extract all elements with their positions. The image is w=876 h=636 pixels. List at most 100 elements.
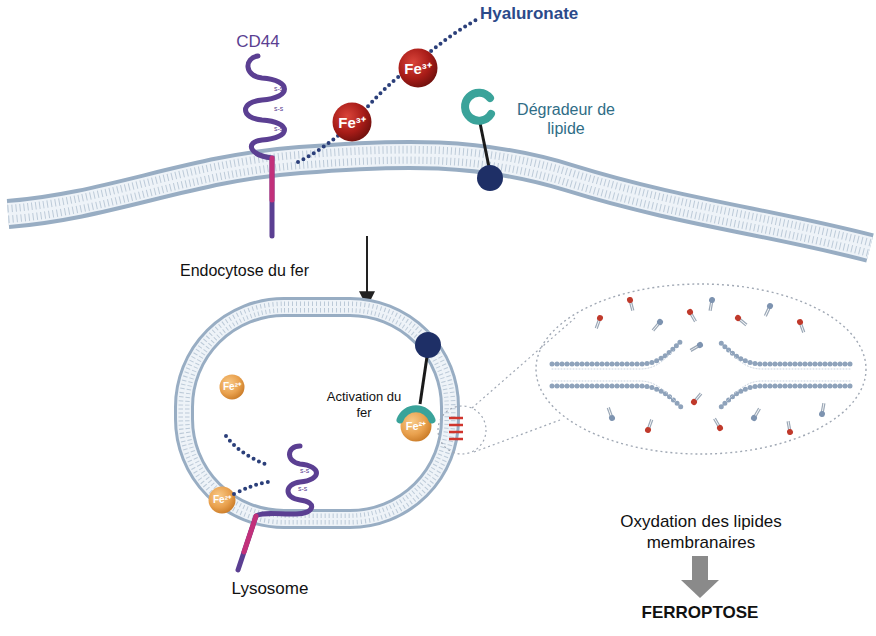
zoom-callout [438,406,486,454]
iron-ion: Fe³⁺ [398,48,438,88]
free-lipids [593,314,603,329]
oxidized-membrane-marks [449,418,463,439]
plasma-membrane [8,155,870,248]
broken-bilayer [718,340,850,364]
free-lipids [716,424,724,432]
free-lipids [686,308,694,316]
lipid-degrader [477,165,503,191]
plasma-membrane [8,155,870,248]
plasma-membrane [8,155,870,248]
free-lipids [690,392,704,407]
disulfide-mark: s-s [274,105,294,113]
free-lipids [593,296,826,435]
lysosome-membrane [184,307,450,519]
free-lipids [819,403,827,418]
free-lipids [709,297,716,304]
zoom-callout [472,318,575,408]
ferroptosis-arrow [692,556,708,580]
free-lipids [712,417,724,432]
lipid-degrader [465,93,491,121]
lysosomal-degrader [420,350,428,404]
internalized-hyaluronate [234,482,268,494]
hyaluronate-chain [298,20,476,162]
free-lipids [686,308,698,323]
lysosomal-degrader [415,332,441,358]
lysosome-membrane [184,307,450,519]
free-lipids [690,398,698,406]
free-lipids [689,341,704,353]
free-lipids [796,318,806,333]
ferroptosis-arrow [681,580,719,598]
oxidized-membrane-marks [449,431,463,434]
broken-bilayer [552,386,684,410]
iron-sphere [209,487,236,514]
lysosome-compartment: LysosomeFe²⁺Fe²⁺Fe²⁺ [175,298,459,528]
free-lipids [734,314,749,328]
iron-label: Fe³⁺ [398,48,438,88]
ferroptosis-arrow [681,556,719,598]
lysosome-membrane [184,307,450,519]
iron-sphere [399,49,438,88]
broken-bilayer [552,340,850,410]
free-lipids [696,341,704,349]
cd44-receptor [246,56,285,236]
receptor-label: CD44 [228,32,288,52]
broken-bilayer [718,386,850,410]
broken-bilayer [728,350,850,369]
free-lipids [787,429,794,436]
hyaluronate-chain [298,20,476,162]
free-lipids [656,318,664,326]
node-heading: Oxydation des lipides membranaires [596,511,806,554]
free-lipids [763,302,774,317]
disulfide-mark: s-s [300,467,320,475]
lysosome-membrane [184,307,450,519]
broken-bilayer [552,350,674,369]
free-lipids [644,419,654,434]
internalized-hyaluronate [226,436,270,466]
free-lipids [707,297,715,312]
iron-ion: Fe²⁺ [208,486,236,514]
lipid-degrader [479,118,490,172]
internalized-hyaluronate [226,436,270,494]
iron-sphere [333,103,372,142]
free-lipids [750,414,758,422]
molecule-label: Hyaluronate [480,4,620,24]
oxidized-membrane-marks [449,424,463,427]
oxidized-membrane-marks [449,417,463,420]
free-lipids [626,296,635,311]
free-lipids [651,318,665,333]
iron-ion: Fe³⁺ [332,102,372,142]
free-lipids [596,314,604,322]
endocytosis-arrow [367,236,368,304]
zoom-ellipse-outline [536,284,866,454]
cd44-receptor [246,56,285,236]
free-lipids [750,407,762,422]
iron-label: Fe³⁺ [332,102,372,142]
lipid-degrader [465,93,503,191]
zoom-callout [474,420,560,452]
iron-label: Fe²⁺ [219,374,245,400]
process-label: Endocytose du fer [180,261,350,280]
node-heading: Lysosome [215,578,325,599]
free-lipids [605,407,615,422]
lysosomal-degrader [400,332,441,420]
process-label: Activation du fer [322,389,406,420]
plasma-membrane [8,155,870,248]
disulfide-mark: s-s [274,125,294,133]
free-lipids [819,411,826,418]
free-lipids [734,314,742,322]
lysosomal-degrader [400,409,432,420]
disulfide-mark: s-s [274,85,294,93]
outcome-label: FERROPTOSE [620,603,780,623]
free-lipids [766,302,774,310]
free-lipids [796,318,804,326]
broken-bilayer [552,340,682,364]
enzyme-label: Dégradeur de lipide [506,100,626,138]
free-lipids [626,296,633,303]
iron-label: Fe²⁺ [208,486,236,514]
free-lipids [785,421,793,436]
broken-bilayer [552,381,676,402]
